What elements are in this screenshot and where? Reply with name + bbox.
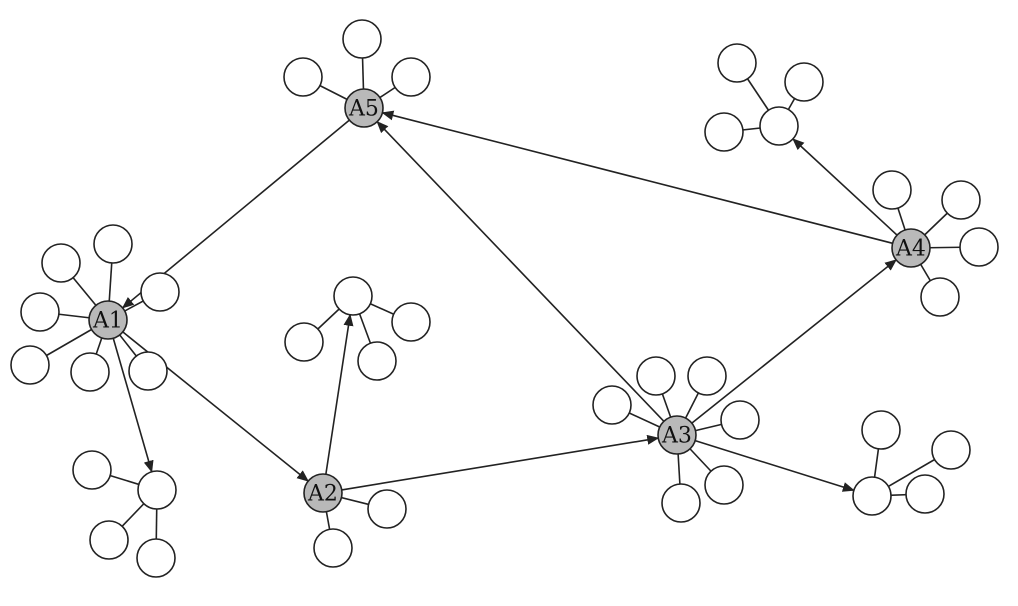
leaf-node-a5-1 — [283, 57, 323, 97]
agent-circle — [303, 473, 343, 513]
edge-a3-to-a5 — [376, 121, 665, 422]
leaf-node-c3-0 — [861, 410, 901, 450]
leaf-node-a3-2 — [592, 385, 632, 425]
leaf-node-a3-0 — [636, 356, 676, 396]
leaf-node-c1-0 — [72, 450, 112, 490]
leaf-node-a1-4 — [10, 345, 50, 385]
cluster-center-node-c1 — [137, 470, 177, 510]
leaf-node-a1-6 — [128, 351, 168, 391]
agent-label: A2 — [307, 482, 338, 507]
leaf-node-a4-0 — [872, 170, 912, 210]
leaf-layer — [10, 19, 999, 578]
leaf-node-c4-1 — [784, 62, 824, 102]
leaf-node-a1-2 — [140, 272, 180, 312]
agent-circle — [344, 88, 384, 128]
cluster-center-node-c2 — [333, 276, 373, 316]
leaf-node-a5-0 — [342, 19, 382, 59]
leaf-node-c1-1 — [89, 520, 129, 560]
leaf-node-c3-1 — [931, 430, 971, 470]
leaf-node-c2-1 — [391, 302, 431, 342]
agent-label: A3 — [661, 424, 692, 449]
agent-label: A1 — [92, 309, 123, 334]
leaf-node-c1-2 — [136, 538, 176, 578]
leaf-node-c3-2 — [905, 474, 945, 514]
agent-label: A4 — [895, 237, 926, 262]
leaf-node-c2-0 — [284, 322, 324, 362]
leaf-node-a1-0 — [41, 243, 81, 283]
leaf-node-a4-1 — [941, 180, 981, 220]
edge-a1-to-c1 — [112, 338, 154, 473]
leaf-node-a3-4 — [661, 483, 701, 523]
agent-circle — [657, 415, 697, 455]
leaf-node-a3-5 — [704, 465, 744, 505]
edge-layer — [112, 110, 898, 492]
leaf-node-a2-1 — [313, 528, 353, 568]
agent-circle — [88, 300, 128, 340]
agent-label: A5 — [348, 97, 379, 122]
leaf-node-a4-3 — [920, 277, 960, 317]
leaf-node-a3-1 — [687, 356, 727, 396]
agent-node-a5: A5 — [344, 88, 384, 128]
leaf-node-c2-2 — [357, 341, 397, 381]
agent-node-a3: A3 — [657, 415, 697, 455]
agent-node-a2: A2 — [303, 473, 343, 513]
agent-node-a1: A1 — [88, 300, 128, 340]
edge-a4-to-c4 — [792, 138, 898, 236]
leaf-node-a3-3 — [720, 400, 760, 440]
cluster-center-node-c3 — [852, 476, 892, 516]
edge-a3-to-a4 — [691, 259, 897, 424]
leaf-node-a4-2 — [959, 227, 999, 267]
edge-a3-to-c3 — [694, 439, 855, 492]
cluster-center-node-c4 — [759, 106, 799, 146]
leaf-node-a1-3 — [20, 292, 60, 332]
leaf-node-c4-2 — [704, 112, 744, 152]
leaf-node-a2-0 — [367, 489, 407, 529]
leaf-node-a1-5 — [70, 352, 110, 392]
agent-circle — [891, 228, 931, 268]
agent-node-a4: A4 — [891, 228, 931, 268]
edge-a4-to-a5 — [381, 110, 893, 245]
leaf-node-c4-0 — [717, 43, 757, 83]
edge-a2-to-c2 — [325, 313, 354, 475]
edge-a2-to-a3 — [341, 434, 660, 491]
leaf-node-a1-1 — [93, 224, 133, 264]
leaf-node-a5-2 — [391, 57, 431, 97]
